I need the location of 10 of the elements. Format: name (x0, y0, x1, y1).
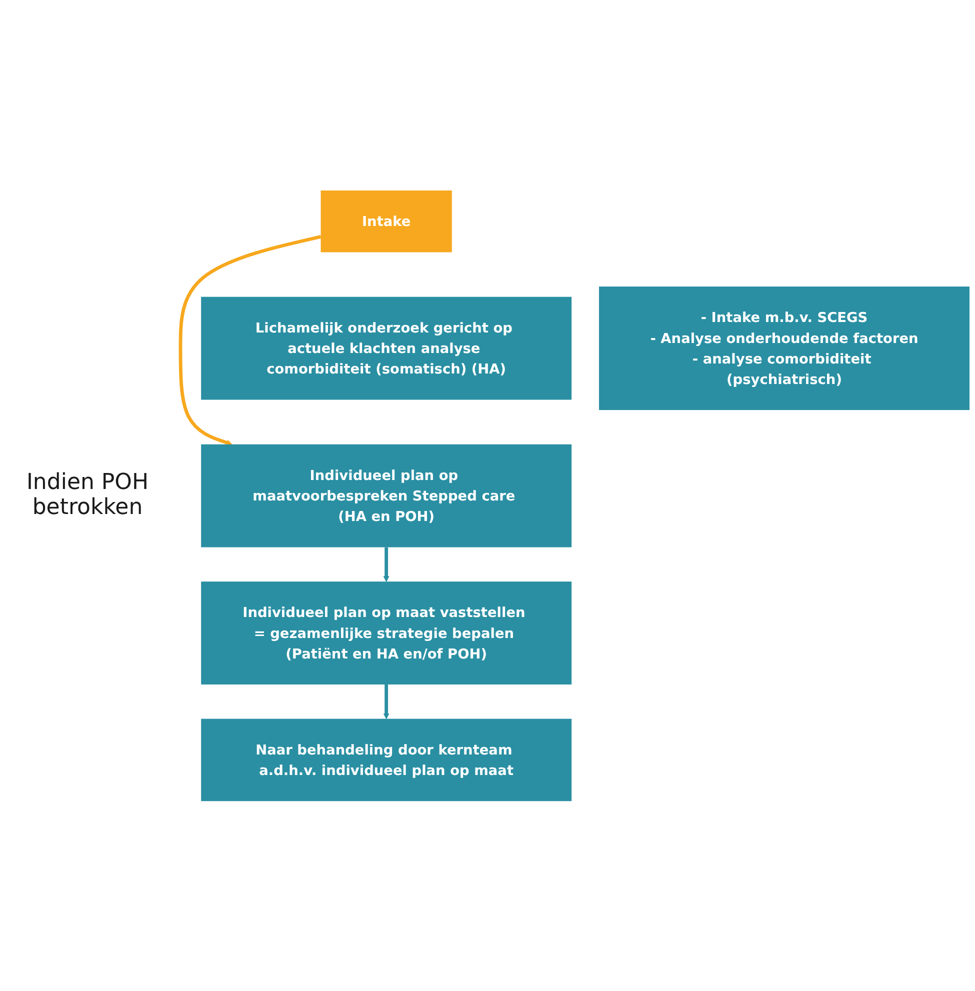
note-text: Indien POH betrokken (25, 470, 150, 520)
node-box: - Intake m.b.v. SCEGS - Analyse onderhoudende factoren - analyse comorbiditeit (psychiatrisch) (599, 286, 970, 410)
node-box: Lichamelijk onderzoek gericht op actuele klachten analyse comorbiditeit (somatisch) (HA) (201, 296, 572, 400)
node-box: Individueel plan op maat vaststellen = gezamenlijke strategie bepalen (Patiënt en HA en/of POH) (201, 581, 572, 684)
node-box: Intake (320, 190, 452, 252)
arrow (383, 684, 390, 719)
node-box: Individueel plan op maatvoorbespreken Stepped care (HA en POH) (201, 444, 572, 547)
arrow (178, 234, 322, 446)
arrow (383, 546, 390, 582)
node-box: Naar behandeling door kernteam a.d.h.v. individueel plan op maat (201, 718, 572, 801)
